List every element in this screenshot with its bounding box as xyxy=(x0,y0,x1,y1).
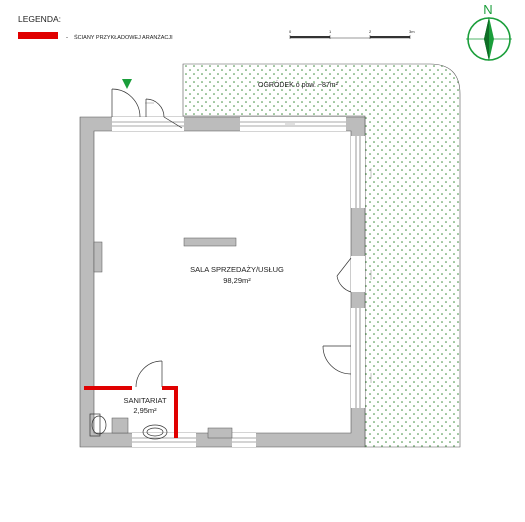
room-area-sales-hall: 98,29m² xyxy=(223,276,251,285)
entrance-arrow-icon xyxy=(122,79,132,89)
scale-tick-3: 3m xyxy=(409,29,415,34)
scale-tick-2: 2 xyxy=(369,29,372,34)
room-label-sanitariat: SANITARIAT xyxy=(123,396,166,405)
compass-north-label: N xyxy=(483,2,492,17)
toilet-icon xyxy=(89,413,107,437)
scale-bar: 0 1 2 3m xyxy=(289,29,415,39)
room-area-sanitariat: 2,95m² xyxy=(133,406,157,415)
building-walls xyxy=(79,116,366,448)
sink-icon xyxy=(142,424,168,440)
scale-tick-1: 1 xyxy=(329,29,332,34)
arrangement-walls xyxy=(84,386,178,438)
legend-title: LEGENDA: xyxy=(18,14,61,24)
legend: LEGENDA: - ŚCIANY PRZYKŁADOWEJ ARANŻACJI xyxy=(18,14,173,41)
dimension-marks xyxy=(145,102,372,383)
legend-swatch-red xyxy=(18,32,58,39)
compass-icon: N xyxy=(466,2,512,61)
room-label-sales-hall: SALA SPRZEDAŻY/USŁUG xyxy=(190,265,284,274)
doors xyxy=(111,88,352,388)
legend-entry-marker: - xyxy=(66,35,68,41)
legend-entry-label: ŚCIANY PRZYKŁADOWEJ ARANŻACJI xyxy=(74,33,173,41)
scale-tick-0: 0 xyxy=(289,29,292,34)
garden-label: OGRÓDEK o pow. ~87m² xyxy=(258,80,339,89)
